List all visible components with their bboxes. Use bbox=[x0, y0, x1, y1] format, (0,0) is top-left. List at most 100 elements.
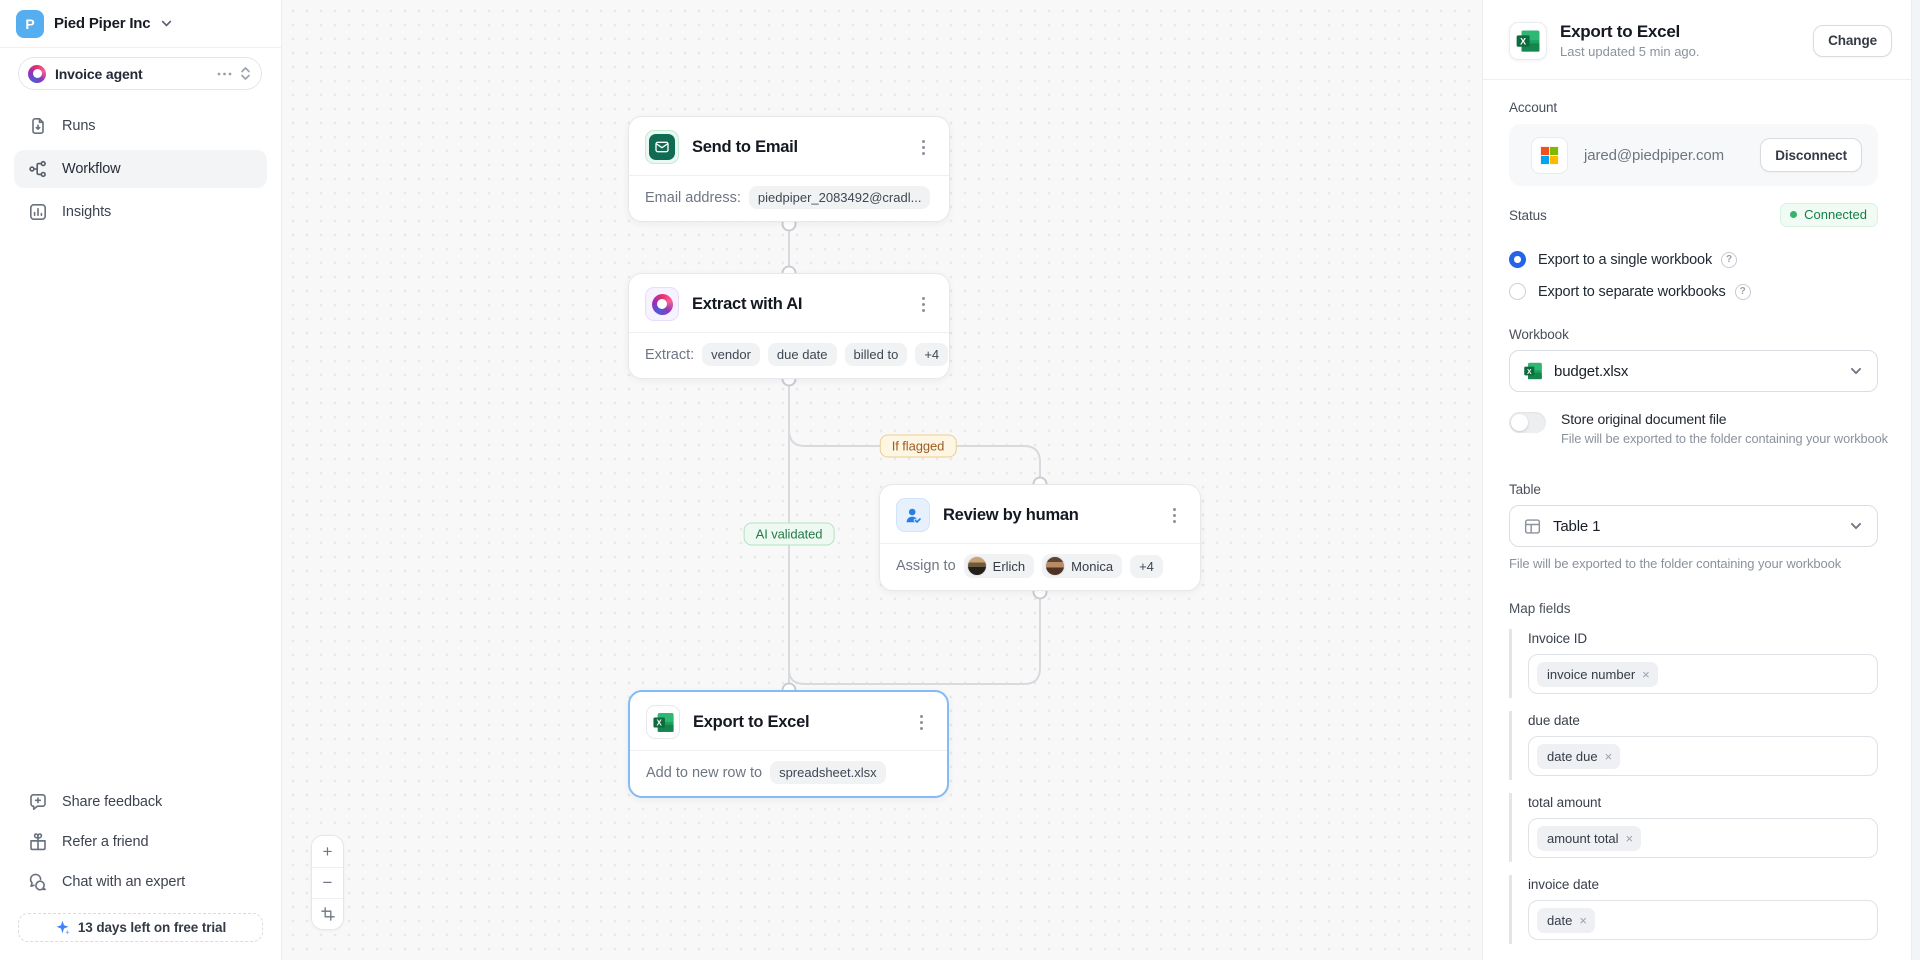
node-field-label: Extract: bbox=[645, 346, 695, 363]
node-menu-button[interactable] bbox=[1164, 505, 1184, 525]
map-field-label: invoice date bbox=[1528, 877, 1599, 892]
sidebar-item-runs[interactable]: Runs bbox=[14, 107, 267, 145]
remove-tag-icon[interactable]: × bbox=[1625, 830, 1634, 846]
spreadsheet-tag[interactable]: spreadsheet.xlsx bbox=[770, 761, 886, 784]
remove-tag-icon[interactable]: × bbox=[1604, 748, 1613, 764]
node-title: Send to Email bbox=[692, 137, 798, 156]
workbook-label: Workbook bbox=[1509, 327, 1569, 342]
status-dot bbox=[1790, 211, 1798, 218]
status-label: Status bbox=[1509, 207, 1547, 223]
map-field-input[interactable]: date × bbox=[1528, 900, 1878, 940]
company-name: Pied Piper Inc bbox=[54, 15, 151, 32]
sidebar-item-insights[interactable]: Insights bbox=[14, 193, 267, 231]
chat-expert-item[interactable]: Chat with an expert bbox=[14, 865, 267, 899]
status-value: Connected bbox=[1804, 207, 1867, 222]
node-field-label: Email address: bbox=[645, 189, 741, 206]
node-review-by-human[interactable]: Review by human Assign to Erlich Monica … bbox=[879, 484, 1201, 591]
assignee-more-tag[interactable]: +4 bbox=[1130, 554, 1163, 578]
zoom-out-button[interactable]: − bbox=[312, 867, 343, 898]
map-field-group: due date date due × bbox=[1509, 711, 1878, 780]
panel-scrollbar[interactable] bbox=[1911, 0, 1920, 960]
extract-field-tag[interactable]: billed to bbox=[844, 343, 908, 366]
ai-gradient-icon bbox=[645, 287, 679, 321]
field-tag: date × bbox=[1537, 907, 1595, 933]
map-field-input[interactable]: date due × bbox=[1528, 736, 1878, 776]
account-email: jared@piedpiper.com bbox=[1584, 146, 1725, 164]
chevron-down-icon bbox=[1849, 519, 1863, 533]
remove-tag-icon[interactable]: × bbox=[1642, 666, 1650, 682]
ellipsis-icon[interactable] bbox=[217, 72, 232, 76]
radio-selected-icon[interactable] bbox=[1509, 251, 1526, 268]
node-title: Extract with AI bbox=[692, 294, 803, 313]
store-original-toggle[interactable] bbox=[1509, 412, 1546, 433]
mail-icon bbox=[645, 130, 679, 164]
assignee-chip[interactable]: Erlich bbox=[963, 554, 1035, 578]
node-menu-button[interactable] bbox=[913, 294, 933, 314]
share-feedback-item[interactable]: Share feedback bbox=[14, 785, 267, 819]
avatar bbox=[966, 556, 987, 576]
radio-unselected-icon[interactable] bbox=[1509, 283, 1526, 300]
panel-title: Export to Excel bbox=[1560, 22, 1681, 41]
node-send-to-email[interactable]: Send to Email Email address: piedpiper_2… bbox=[628, 116, 950, 222]
extract-field-tag[interactable]: vendor bbox=[702, 343, 760, 366]
workbook-select[interactable]: budget.xlsx bbox=[1509, 350, 1878, 392]
agent-name: Invoice agent bbox=[55, 65, 143, 82]
table-value: Table 1 bbox=[1553, 517, 1601, 535]
runs-icon bbox=[32, 118, 44, 134]
map-field-input[interactable]: invoice number × bbox=[1528, 654, 1878, 694]
person-check-icon bbox=[896, 498, 930, 532]
account-card: jared@piedpiper.com Disconnect bbox=[1509, 124, 1878, 186]
config-panel: Export to Excel Last updated 5 min ago. … bbox=[1482, 0, 1920, 960]
refer-friend-item[interactable]: Refer a friend bbox=[14, 825, 267, 859]
radio-label: Export to separate workbooks bbox=[1538, 283, 1726, 300]
workflow-canvas[interactable]: Send to Email Email address: piedpiper_2… bbox=[282, 0, 1482, 960]
gift-icon bbox=[30, 833, 46, 851]
agent-selector[interactable]: Invoice agent bbox=[18, 57, 262, 90]
store-original-row: Store original document file File will b… bbox=[1509, 411, 1888, 446]
feedback-icon bbox=[30, 794, 46, 810]
footer-item-label: Chat with an expert bbox=[62, 874, 186, 890]
avatar bbox=[1045, 556, 1066, 576]
workspace-switcher[interactable]: P Pied Piper Inc bbox=[0, 0, 281, 47]
sidebar: P Pied Piper Inc Invoice agent Runs bbox=[0, 0, 282, 960]
help-icon[interactable]: ? bbox=[1734, 283, 1751, 300]
table-select[interactable]: Table 1 bbox=[1509, 505, 1878, 547]
map-field-label: total amount bbox=[1528, 795, 1602, 810]
node-menu-button[interactable] bbox=[911, 712, 931, 732]
field-tag: date due × bbox=[1537, 743, 1621, 769]
email-address-tag[interactable]: piedpiper_2083492@cradl... bbox=[748, 186, 931, 209]
radio-label: Export to a single workbook bbox=[1538, 251, 1713, 268]
status-badge: Connected bbox=[1780, 203, 1878, 227]
extract-field-tag[interactable]: due date bbox=[767, 343, 837, 366]
change-button[interactable]: Change bbox=[1813, 24, 1892, 57]
node-menu-button[interactable] bbox=[913, 137, 933, 157]
divider bbox=[0, 47, 281, 48]
edge-label-if-flagged: If flagged bbox=[879, 434, 957, 458]
chevron-expand-icon[interactable] bbox=[240, 66, 251, 81]
disconnect-button[interactable]: Disconnect bbox=[1760, 138, 1862, 172]
sidebar-item-workflow[interactable]: Workflow bbox=[14, 150, 267, 188]
map-field-input[interactable]: amount total × bbox=[1528, 818, 1878, 858]
footer-item-label: Refer a friend bbox=[62, 834, 149, 850]
table-icon bbox=[1524, 518, 1541, 534]
radio-separate-workbooks[interactable]: Export to separate workbooks ? bbox=[1509, 283, 1878, 300]
agent-gradient-icon bbox=[28, 64, 46, 83]
assignee-chip[interactable]: Monica bbox=[1042, 554, 1123, 578]
field-tag: amount total × bbox=[1537, 825, 1642, 851]
trial-banner[interactable]: 13 days left on free trial bbox=[18, 913, 263, 942]
extract-more-tag[interactable]: +4 bbox=[915, 343, 949, 366]
account-label: Account bbox=[1509, 100, 1558, 115]
radio-single-workbook[interactable]: Export to a single workbook ? bbox=[1509, 251, 1878, 268]
help-icon[interactable]: ? bbox=[1721, 251, 1738, 268]
node-extract-with-ai[interactable]: Extract with AI Extract: vendor due date… bbox=[628, 273, 950, 379]
node-export-to-excel[interactable]: Export to Excel Add to new row to spread… bbox=[628, 690, 949, 798]
panel-header: Export to Excel Last updated 5 min ago. … bbox=[1483, 0, 1920, 80]
panel-subtitle: Last updated 5 min ago. bbox=[1560, 44, 1700, 59]
zoom-in-button[interactable]: + bbox=[312, 836, 343, 867]
chevron-down-icon bbox=[1849, 364, 1863, 378]
fit-view-button[interactable] bbox=[312, 898, 343, 929]
remove-tag-icon[interactable]: × bbox=[1579, 912, 1587, 928]
excel-icon bbox=[1523, 361, 1543, 381]
table-helper-text: File will be exported to the folder cont… bbox=[1509, 556, 1842, 571]
